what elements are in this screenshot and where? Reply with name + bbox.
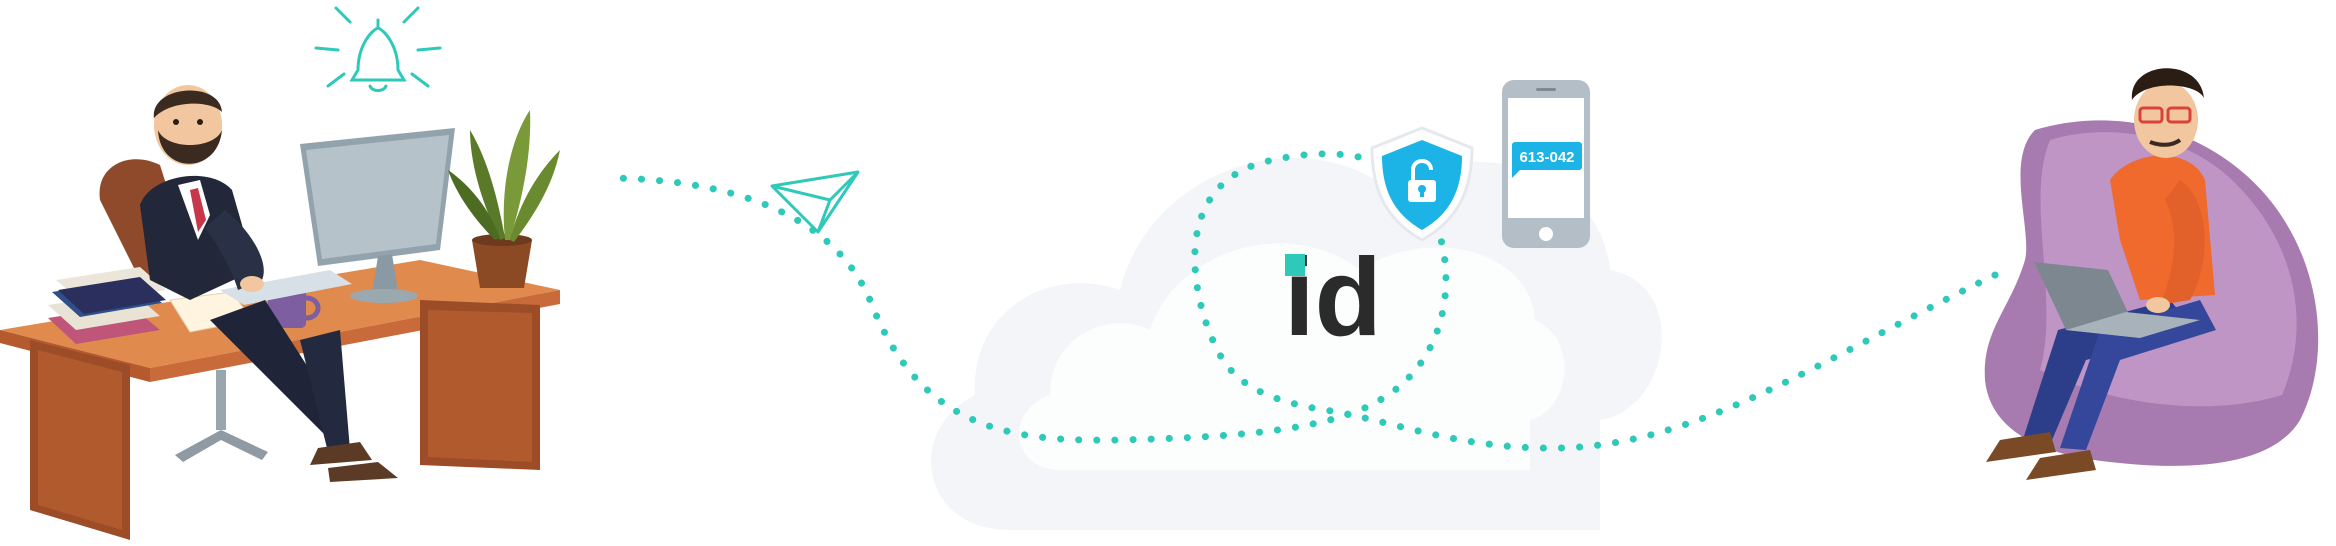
shield-lock-icon [1370,126,1474,242]
smartphone-icon: 613-042 [1502,80,1590,248]
phone-code: 613-042 [1519,149,1574,166]
left-office-person [0,85,560,540]
bell-icon [314,6,442,92]
plant [448,110,560,288]
laptop-icon [2034,262,2200,338]
right-person-beanbag [1984,68,2319,480]
paper-plane-icon [770,170,860,234]
monitor-icon [300,128,455,303]
id-logo: id [1284,236,1382,359]
